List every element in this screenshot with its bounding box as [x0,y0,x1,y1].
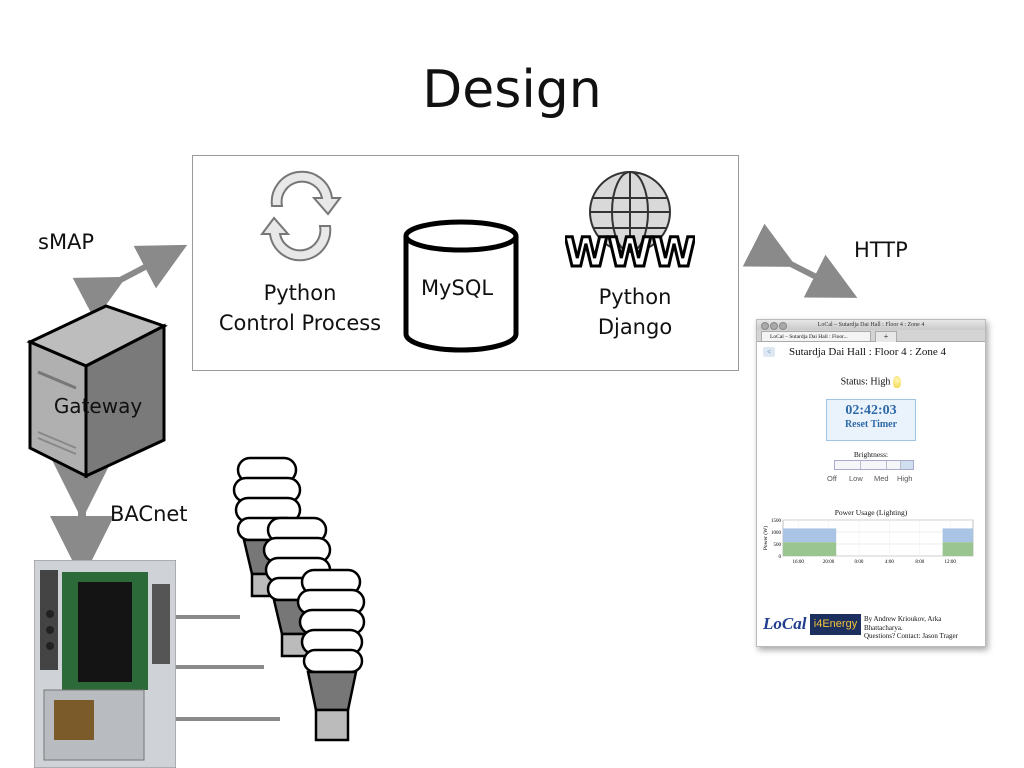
light-bulb-icon [893,376,902,388]
x-tick-label: 8:00 [915,560,924,565]
power-usage-chart: 0 500 1000 1500 16:00 20:00 0:00 4:00 8:00 12:00 P… [763,519,974,565]
y-tick-label: 0 [779,555,782,560]
power-area-bottom [942,542,973,556]
mysql-label: MySQL [420,276,494,300]
www-text: WWW [565,230,695,274]
close-window-button[interactable] [761,322,769,330]
python-django-label: Python Django [597,285,673,339]
y-tick-label: 1500 [771,519,782,524]
wire-1 [176,615,240,619]
browser-window: LoCal – Sutardja Dai Hall : Floor 4 : Zo… [756,319,986,647]
brightness-label: Brightness: [853,450,889,459]
lighting-control-panel-image [34,560,176,768]
y-tick-label: 1000 [771,531,782,536]
wire-3 [176,717,280,721]
cfl-bulbs-icon [232,456,366,742]
back-button[interactable]: < [763,347,775,357]
brightness-low[interactable]: Low [849,474,863,483]
chart-title: Power Usage (Lighting) [834,508,908,517]
minimize-window-button[interactable] [770,322,778,330]
http-label: HTTP [854,238,908,262]
status-text: Status: High [840,376,891,388]
brightness-high[interactable]: High [897,474,913,483]
tab-bar: LoCal – Sutardja Dai Hall : Floor... + [757,330,985,342]
status-line: Status: High [757,376,985,388]
brightness-slider[interactable] [834,460,914,470]
brightness-slider-handle[interactable] [901,461,913,469]
brightness-med[interactable]: Med [874,474,889,483]
window-title: LoCal – Sutardja Dai Hall : Floor 4 : Zo… [817,322,925,328]
y-tick-label: 500 [774,543,782,548]
y-axis-label: Power (W) [763,526,769,550]
refresh-cycle-icon [260,170,342,262]
power-area-top [942,528,973,543]
power-area-top [783,528,837,543]
http-arrow [742,223,858,298]
python-control-process-label: Python Control Process [218,281,382,335]
brightness-off[interactable]: Off [827,474,837,483]
x-tick-label: 0:00 [855,560,864,565]
database-icon [403,219,519,353]
x-tick-label: 4:00 [885,560,894,565]
gateway-server-icon [26,304,168,479]
reset-timer-button[interactable]: Reset Timer [844,419,898,430]
i4energy-logo: i4Energy [810,614,861,635]
power-area-bottom [783,542,837,556]
slide-title: Design [422,60,602,120]
new-tab-button[interactable]: + [875,331,897,342]
timer-panel[interactable]: 02:42:03 Reset Timer [826,399,916,441]
x-tick-label: 20:00 [823,560,835,565]
bacnet-label: BACnet [110,502,188,526]
browser-tab[interactable]: LoCal – Sutardja Dai Hall : Floor... [761,331,871,341]
local-logo: LoCal [763,614,807,633]
cfl-bulb-3 [296,568,366,742]
credits: By Andrew Krioukov, Arka Bhattacharya. Q… [864,615,958,640]
zoom-window-button[interactable] [779,322,787,330]
zone-title: Sutardja Dai Hall : Floor 4 : Zone 4 [789,346,947,358]
browser-titlebar: LoCal – Sutardja Dai Hall : Floor 4 : Zo… [757,320,985,330]
smap-label: sMAP [38,230,95,254]
x-tick-label: 12:00 [945,560,957,565]
wire-2 [176,665,264,669]
smap-arrow [72,244,188,321]
x-tick-label: 16:00 [793,560,805,565]
timer-value: 02:42:03 [845,403,897,418]
gateway-label: Gateway [53,394,143,418]
globe-www-icon: WWW [565,171,695,274]
